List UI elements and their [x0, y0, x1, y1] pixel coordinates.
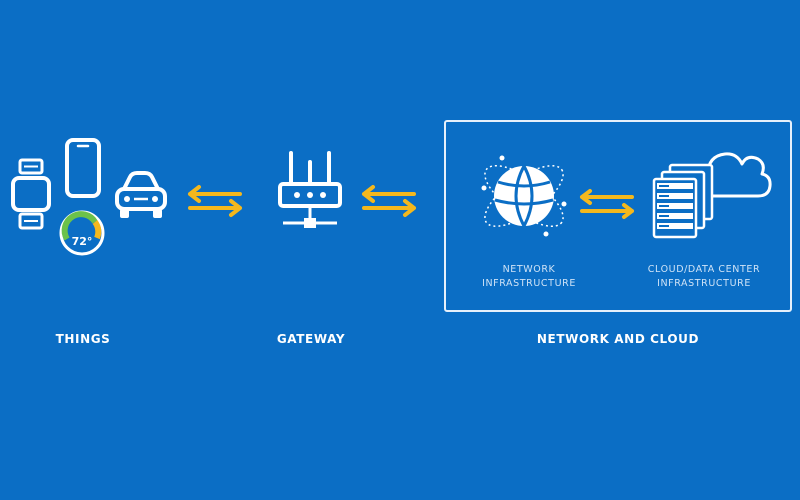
cloud-infrastructure-line2: INFRASTRUCTURE	[657, 278, 751, 289]
globe-icon	[481, 155, 567, 237]
cloud-infrastructure-label: CLOUD/DATA CENTER INFRASTRUCTURE	[624, 263, 784, 291]
bidirectional-arrow-icon	[580, 189, 634, 219]
server-stack-icon	[652, 163, 714, 239]
smartwatch-icon	[11, 158, 51, 230]
network-infrastructure-line2: INFRASTRUCTURE	[482, 278, 576, 289]
network-cloud-container	[444, 120, 792, 312]
bidirectional-arrow-icon	[188, 185, 242, 217]
bidirectional-arrow-icon	[362, 185, 416, 217]
router-icon	[278, 151, 342, 228]
cloud-infrastructure-line1: CLOUD/DATA CENTER	[647, 264, 761, 275]
gateway-label: GATEWAY	[276, 332, 346, 346]
network-infrastructure-label: NETWORK INFRASTRUCTURE	[454, 263, 604, 291]
thermostat-reading: 72°	[72, 235, 93, 248]
thermostat-icon: 72°	[59, 210, 105, 256]
network-and-cloud-label: NETWORK AND CLOUD	[536, 332, 700, 346]
smartphone-icon	[65, 138, 101, 198]
things-label: THINGS	[55, 332, 111, 346]
network-infrastructure-line1: NETWORK	[502, 264, 556, 275]
car-icon	[115, 171, 167, 218]
